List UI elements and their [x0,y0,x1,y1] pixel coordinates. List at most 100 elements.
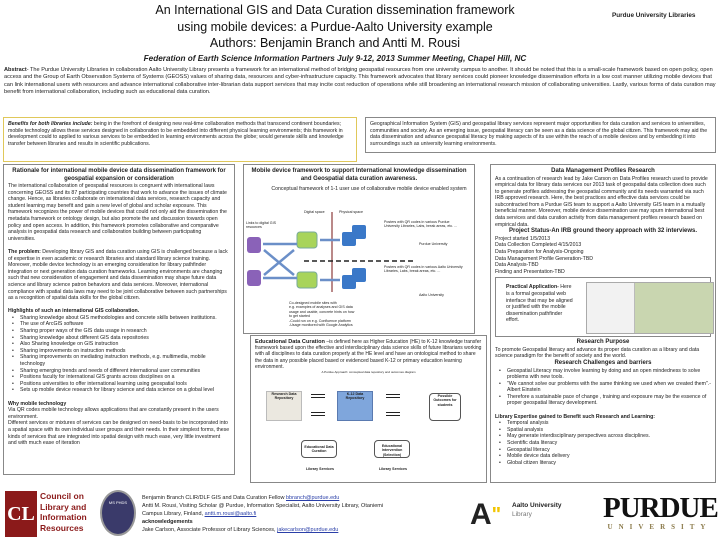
codesign-line: usage and usable, concrete hints on how [289,309,355,314]
benefits-box: Benefits for both libraries include: bei… [3,117,357,162]
rationale-title: Rationale for international mobile devic… [12,168,226,182]
edu-text: –is defined here as Higher Education (HE… [255,339,482,370]
email-link[interactable]: antti.m.rousi@aalto.fi [204,511,257,517]
list-item: Positions universities to offer internat… [12,381,230,388]
codesign-line: -Could run on e.g. Confluence platform [289,318,351,323]
list-item: Positions faculty for international GIS … [12,374,230,381]
abstract-text: - The Purdue University Libraries in col… [4,67,716,95]
why-text: Via QR codes mobile technology allows ap… [8,407,219,420]
list-item: Sets up mobile device research for libra… [12,387,230,394]
list-item: Temporal analysis [499,420,711,427]
edu-intervention-node: Educational Intervention (Selection) [374,440,410,458]
rationale-box: Rationale for international mobile devic… [3,164,235,475]
research-repo-node: Research Data Repository [266,391,302,421]
problem: The problem: Developing library GIS and … [8,249,230,302]
ms-phds-seal: MS PHDS [100,490,136,536]
outcomes-node: Possible Outcomes for students [429,393,461,421]
title-line: using mobile devices: a Purdue-Aalto Uni… [177,19,493,34]
abstract: Abstract- The Purdue University Librarie… [4,67,716,96]
highlights-title: Highlights of such an international GIS … [8,308,140,315]
posters-purdue-label: Posters with QR codes in various Purdue … [384,220,458,229]
digital-resource-icon [247,237,261,253]
list-item: Also Sharing knowledge on GIS instructio… [12,341,230,348]
poster-title: An International GIS and Data Curation d… [90,2,580,52]
mobile-site-icon [296,271,318,289]
library-services-label: Library Services [379,467,407,471]
posters-aalto-label: Posters with QR codes in various Aalto U… [384,265,463,274]
list-item: Sharing improvements on mediating instru… [12,354,230,367]
email-link[interactable]: bbranch@purdue.edu [285,495,340,501]
gis-box: Geographical Information System (GIS) an… [365,117,716,153]
codesign-line: -Usage monitored with Google Analytics [289,323,353,328]
why-title: Why mobile technology [8,400,67,407]
purpose-title: Research Purpose [576,339,630,346]
edu-diagram-caption: A Purdue Approach: conceptual data repos… [321,370,416,375]
aalto-sub: Library [512,511,532,518]
mobile-site-icon [296,231,318,249]
aalto-name: Aalto University [512,502,562,509]
expertise-list: Temporal analysisSpatial analysisMay gen… [495,420,711,466]
qr-poster-icon [352,268,366,282]
list-item: Sharing emerging trends and needs of dif… [12,368,230,375]
contact-line: Jake Carlson, Associate Professor of Lib… [142,527,278,533]
physical-label: Physical space [339,210,363,214]
list-item: Mobile device data delivery [499,453,711,460]
list-item: Project started 1/5/2013 [495,235,551,242]
dmp-text: As a continuation of research lead by Ja… [495,175,708,228]
dmp-box: Data Management Profiles Research As a c… [490,164,716,483]
list-item: Data Management Profile Generation-TBD [495,255,594,262]
list-item: Spatial analysis [499,427,711,434]
list-item: Scientific data literacy [499,440,711,447]
edu-box: Educational Data Curation –is defined he… [250,335,487,483]
framework-box: Mobile device framework to support Inter… [243,164,475,334]
benefits-label: Benefits for both libraries include: [8,121,93,127]
list-item: Sharing knowledge about GIS methodologie… [12,315,230,322]
highlights-list: Sharing knowledge about GIS methodologie… [8,315,230,394]
problem-label: The problem: [8,248,41,255]
rationale-text: The international collaboration of geosp… [8,183,227,242]
framework-diagram [247,212,414,292]
codesign-line: e.g. examples of analyses and GIS data [289,305,353,310]
problem-text: Developing library GIS and data curation… [8,248,228,302]
arrows-icon [386,394,400,416]
edu-curation-node: Educational Data Curation [301,440,337,458]
list-item: Geospatial Literacy may involve learning… [499,368,711,381]
library-services-label: Library Services [306,467,334,471]
list-item: Therefore a sustainable pace of change ,… [499,394,711,407]
benefits-text: being in the forefront of designing new … [8,121,344,147]
challenges-title: Research Challenges and barriers [554,360,652,366]
expertise-title: Library Expertise gained to Benefit such… [495,413,655,420]
edu-label: Educational Data Curation [255,339,325,345]
why-text: Different services or mixtures of servic… [8,420,230,447]
purdue-label: Purdue University [419,242,448,246]
practical-box: Practical Application- Here is a formal … [495,277,714,338]
framework-title: Mobile device framework to support Inter… [251,168,467,182]
digital-resource-icon [247,270,261,286]
practical-text: Here is a formal geospatial web interfac… [506,284,573,324]
codesign-line: to get started [289,314,310,319]
challenges-list: Geospatial Literacy may involve learning… [495,368,711,408]
abstract-label: Abstract [4,67,27,73]
list-item: Sharing proper ways of the GIS data usag… [12,328,230,335]
qr-poster-icon [352,225,366,239]
web-map-screenshot [586,282,714,335]
contact-info: Benjamin Branch CLIR/DLF GIS and Data Cu… [142,494,442,534]
conference: Federation of Earth Science Information … [143,54,527,63]
purdue-logo: PURDUE UNIVERSITY [603,492,719,531]
org-name: Purdue University Libraries [612,12,696,19]
list-item: Data Analysis-TBD [495,262,539,269]
practical-label: Practical Application- [506,284,559,291]
arrow [263,249,295,276]
list-item: Finding and Presentation-TBD [495,268,565,275]
list-item: Global citizen literacy [499,460,711,467]
ack-label: acknowledgements [142,519,193,525]
codesign-line: Co-designed mobile sites with [289,301,337,305]
email-link[interactable]: jakecarlson@purdue.edu [277,527,339,533]
purdue-name: PURDUE [603,492,719,524]
purdue-sub: UNIVERSITY [607,523,712,531]
clir-logo: CL Council on Library and Information Re… [5,491,93,537]
arrows-icon [311,394,325,416]
aalto-logo: A" Aalto University Library [470,498,562,531]
